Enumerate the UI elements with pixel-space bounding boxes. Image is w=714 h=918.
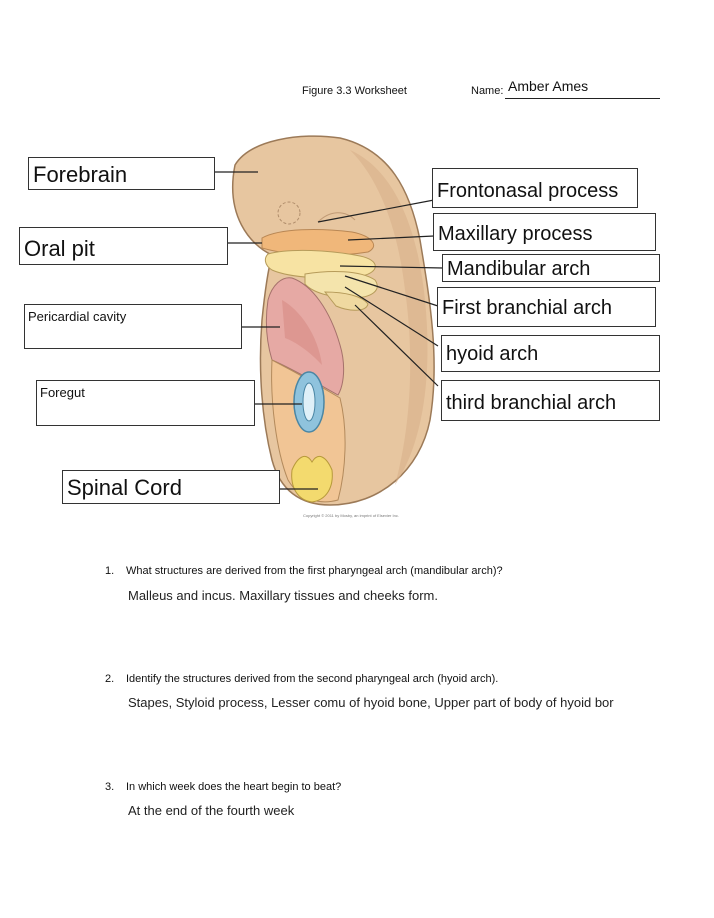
label-forebrain: Forebrain: [28, 157, 215, 190]
question-1: 1. What structures are derived from the f…: [105, 565, 503, 577]
question-number: 3.: [105, 781, 115, 793]
label-pericardial-cavity: Pericardial cavity: [24, 304, 242, 349]
label-maxillary-process: Maxillary process: [433, 213, 656, 251]
name-field[interactable]: Amber Ames: [508, 78, 589, 94]
label-mandibular-arch: Mandibular arch: [442, 254, 660, 282]
spinal-cord-shape: [291, 455, 333, 503]
figure-copyright: Copyright © 2011 by Mosby, an imprint of…: [303, 513, 399, 518]
name-label: Name:: [471, 85, 504, 97]
leader-lines: [215, 171, 444, 490]
answer-1[interactable]: Malleus and incus. Maxillary tissues and…: [128, 588, 438, 603]
question-number: 2.: [105, 673, 115, 685]
question-2: 2. Identify the structures derived from t…: [105, 673, 498, 685]
label-oral-pit: Oral pit: [19, 227, 228, 265]
question-number: 1.: [105, 565, 115, 577]
label-foregut: Foregut: [36, 380, 255, 426]
question-text: What structures are derived from the fir…: [126, 565, 503, 577]
optic-circle: [277, 201, 301, 225]
question-text: Identify the structures derived from the…: [126, 673, 499, 685]
hyoid-arch-shape: [304, 271, 378, 299]
label-frontonasal-process: Frontonasal process: [432, 168, 638, 208]
name-underline: [505, 98, 660, 99]
answer-2[interactable]: Stapes, Styloid process, Lesser comu of …: [128, 695, 614, 710]
label-first-branchial-arch: First branchial arch: [437, 287, 656, 327]
label-third-branchial-arch: third branchial arch: [441, 380, 660, 421]
question-text: In which week does the heart begin to be…: [126, 781, 342, 793]
worksheet-title: Figure 3.3 Worksheet: [302, 85, 407, 97]
label-hyoid-arch: hyoid arch: [441, 335, 660, 372]
answer-3[interactable]: At the end of the fourth week: [128, 803, 295, 818]
question-3: 3. In which week does the heart begin to …: [105, 781, 341, 793]
label-spinal-cord: Spinal Cord: [62, 470, 280, 504]
